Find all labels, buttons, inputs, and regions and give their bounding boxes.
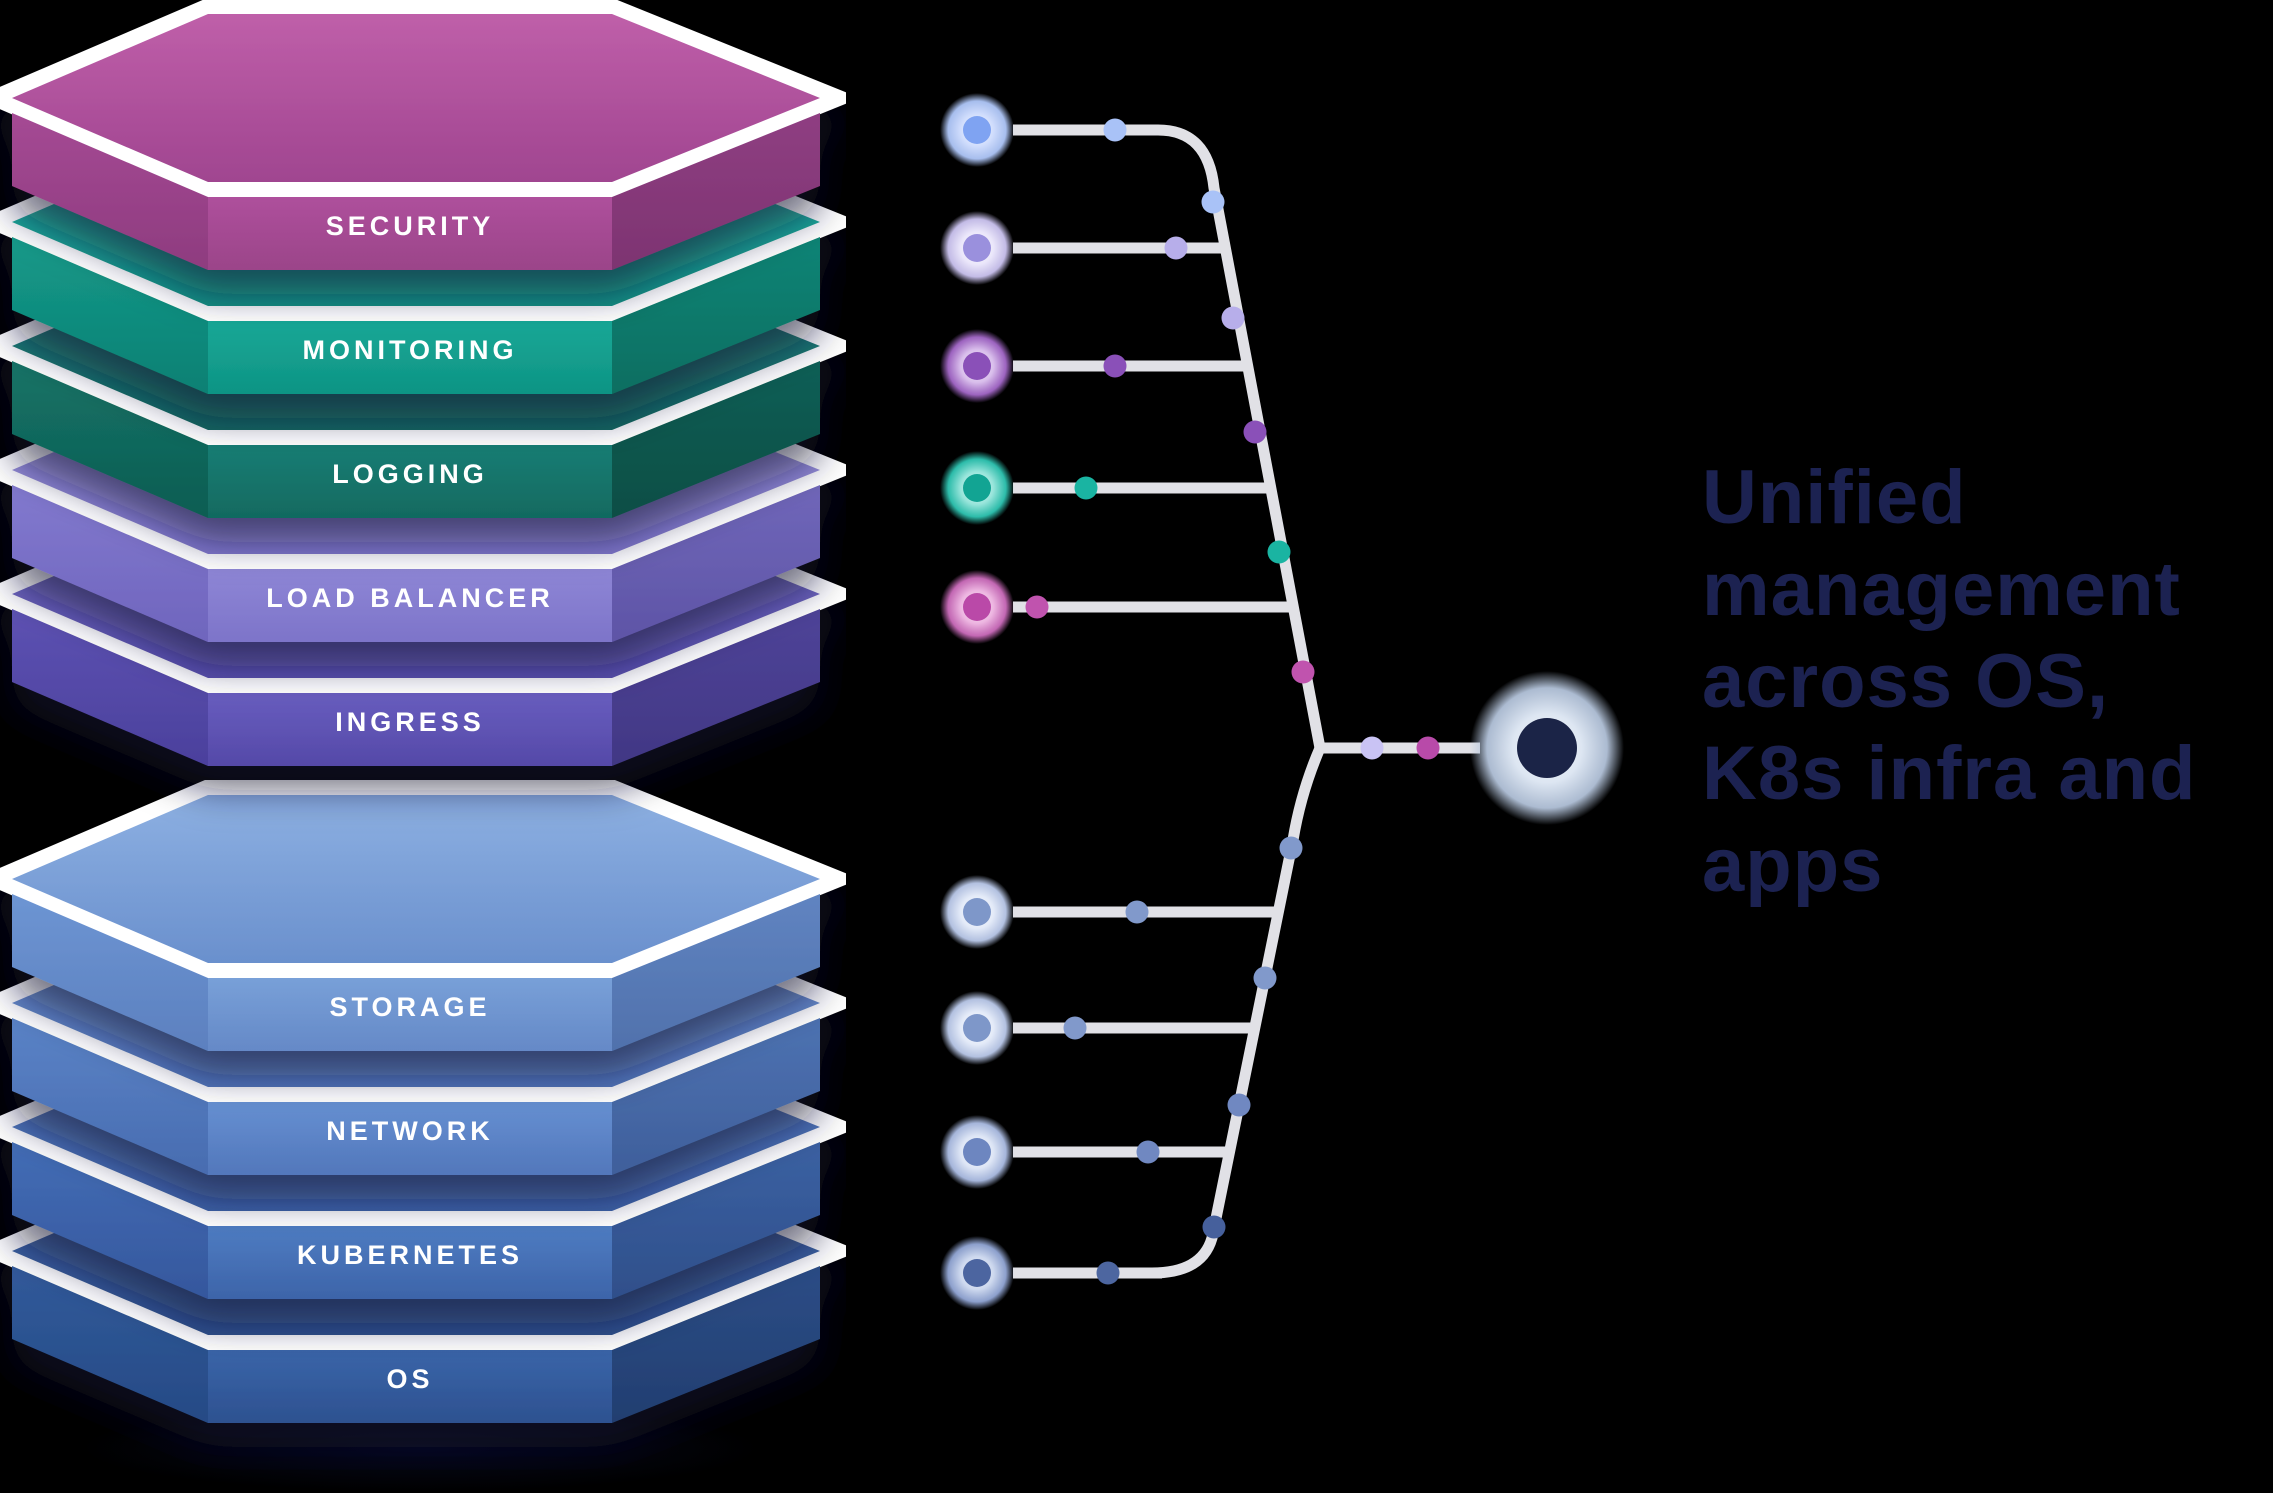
node-blue-core <box>963 116 991 144</box>
layer-band-left <box>12 609 208 766</box>
layer-band-left <box>12 113 208 270</box>
layer-band-right <box>612 609 820 766</box>
layer-band-front <box>208 1226 612 1299</box>
connector-dot <box>1164 236 1188 260</box>
node-steel-1-core <box>963 898 991 926</box>
connector-dot <box>1103 118 1127 142</box>
stack-ground-shadow <box>80 1404 760 1492</box>
layer-label: LOGGING <box>332 459 488 489</box>
layer-band-left <box>12 894 208 1051</box>
connector-dot <box>1243 420 1267 444</box>
layer-label: NETWORK <box>326 1116 493 1146</box>
connector-dot <box>1221 306 1245 330</box>
layer-band-front <box>208 197 612 270</box>
layer-band-right <box>612 1142 820 1299</box>
node-lavender <box>940 211 1014 285</box>
layer-band-left <box>12 361 208 518</box>
connector-dot <box>1202 1215 1226 1239</box>
stack-layer-security: SECURITY <box>0 0 846 270</box>
layer-band-right <box>612 485 820 642</box>
node-steel-1 <box>940 875 1014 949</box>
node-steel-2-core <box>963 1014 991 1042</box>
stack-layer-storage: STORAGE <box>0 780 846 1051</box>
layer-label: OS <box>386 1364 433 1394</box>
node-purple <box>940 329 1014 403</box>
hub-node <box>1470 671 1624 825</box>
hub-core <box>1517 718 1577 778</box>
connector-dot <box>1096 1261 1120 1285</box>
node-magenta-core <box>963 593 991 621</box>
connector-dot <box>1025 595 1049 619</box>
connector-dot <box>1227 1093 1251 1117</box>
layer-band-right <box>612 361 820 518</box>
connector-dot <box>1136 1140 1160 1164</box>
layer-band-front <box>208 569 612 642</box>
layer-band-left <box>12 237 208 394</box>
connector-dot <box>1267 540 1291 564</box>
connector-dot <box>1103 354 1127 378</box>
layer-band-front <box>208 1350 612 1423</box>
layer-band-left <box>12 485 208 642</box>
layer-label: INGRESS <box>335 707 485 737</box>
layer-label: MONITORING <box>303 335 518 365</box>
layer-band-front <box>208 693 612 766</box>
layer-top-face <box>12 14 820 182</box>
connector-dot <box>1360 736 1384 760</box>
layer-label: KUBERNETES <box>297 1240 523 1270</box>
layer-label: STORAGE <box>329 992 490 1022</box>
hexagon-stack: OS KUBERNETES NETWORK STORAGE INGRESS LOAD BA… <box>0 0 846 1492</box>
layer-band-front <box>208 1102 612 1175</box>
layer-band-right <box>612 894 820 1051</box>
layer-band-front <box>208 445 612 518</box>
connector-dot <box>1253 966 1277 990</box>
layer-label: SECURITY <box>326 211 495 241</box>
connector-dot <box>1291 660 1315 684</box>
node-blue <box>940 93 1014 167</box>
connector-dot <box>1125 900 1149 924</box>
layer-band-front <box>208 978 612 1051</box>
node-steel-2 <box>940 991 1014 1065</box>
layer-band-right <box>612 113 820 270</box>
layer-band-front <box>208 321 612 394</box>
layer-band-right <box>612 1018 820 1175</box>
layer-band-left <box>12 1142 208 1299</box>
node-steel-3 <box>940 1115 1014 1189</box>
connector-dot <box>1279 836 1303 860</box>
node-steel-4-core <box>963 1259 991 1287</box>
connector-dot <box>1063 1016 1087 1040</box>
node-purple-core <box>963 352 991 380</box>
layer-top-face <box>12 795 820 963</box>
node-lavender-core <box>963 234 991 262</box>
layer-band-left <box>12 1018 208 1175</box>
layer-band-right <box>612 1266 820 1423</box>
node-steel-4 <box>940 1236 1014 1310</box>
layer-band-right <box>612 237 820 394</box>
connector-line <box>1151 745 1326 1279</box>
connector-line <box>1013 124 1326 750</box>
layer-band-left <box>12 1266 208 1423</box>
node-teal <box>940 451 1014 525</box>
connector-dot <box>1201 190 1225 214</box>
node-steel-3-core <box>963 1138 991 1166</box>
node-magenta <box>940 570 1014 644</box>
connector-dot <box>1074 476 1098 500</box>
layer-label: LOAD BALANCER <box>266 583 554 613</box>
node-teal-core <box>963 474 991 502</box>
headline: Unified management across OS, K8s infra … <box>1702 455 2197 908</box>
connector-dot <box>1416 736 1440 760</box>
